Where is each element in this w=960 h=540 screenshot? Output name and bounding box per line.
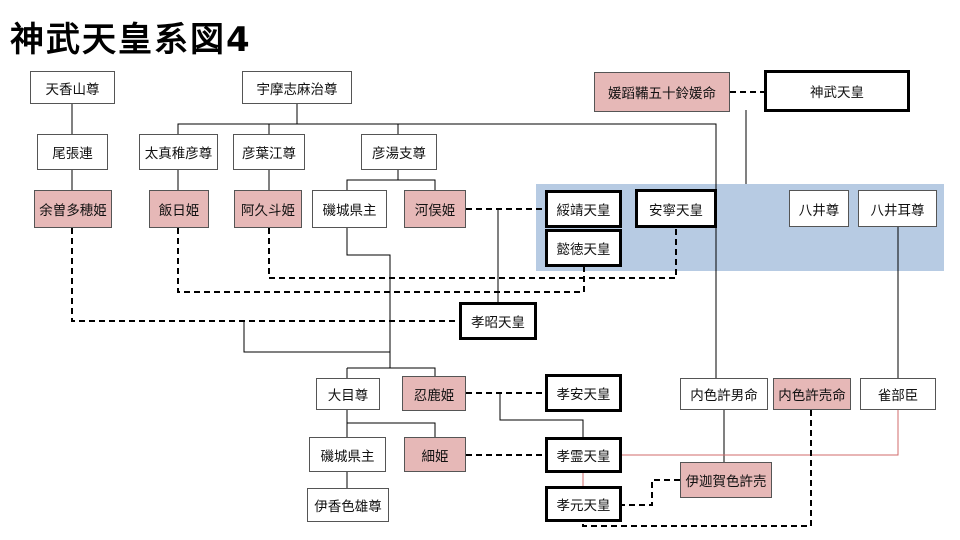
- node-oshika: 忍鹿姫: [402, 376, 466, 411]
- line-korei-sazaki: [622, 410, 899, 456]
- node-jimmu: 神武天皇: [764, 70, 910, 112]
- node-amanokaguyama: 天香山尊: [30, 71, 115, 104]
- node-akuto: 阿久斗姫: [234, 190, 302, 228]
- node-uchishikome: 内色許売命: [773, 378, 851, 410]
- node-itoku: 懿徳天皇: [545, 229, 622, 267]
- marriage-akuto-annei: [268, 228, 677, 279]
- node-hoso: 細姫: [404, 437, 466, 472]
- line-koan-korei: [499, 393, 584, 437]
- node-shiki1: 磯城県主: [312, 190, 387, 228]
- node-hiko-e: 彦葉江尊: [233, 134, 305, 170]
- line-kosho-koan: [243, 321, 390, 353]
- marriage-uchishikome-kogen: [582, 410, 812, 527]
- node-ikagashikome: 伊迦賀色許売: [680, 462, 772, 498]
- node-iihi: 飯日姫: [149, 190, 209, 228]
- marriage-yosotaho-kosho: [71, 228, 459, 322]
- marriage-iihi-itoku: [177, 228, 585, 293]
- node-umashimaji: 宇摩志麻治尊: [242, 71, 352, 104]
- node-owari: 尾張連: [37, 134, 108, 170]
- node-korei: 孝霊天皇: [545, 437, 622, 473]
- node-kawamata: 河俣姫: [404, 190, 466, 228]
- node-suizei: 綏靖天皇: [545, 190, 622, 228]
- node-kogen: 孝元天皇: [545, 486, 622, 522]
- node-shiki2: 磯城県主: [309, 437, 386, 472]
- node-koan: 孝安天皇: [545, 374, 622, 412]
- page-title: 神武天皇系図4: [10, 20, 252, 60]
- line-shiki-ome: [346, 228, 436, 378]
- line-umashimaji-children: [177, 103, 399, 134]
- marriage-ikagashikome-kogen: [622, 479, 680, 506]
- node-yai: 八井尊: [789, 190, 849, 227]
- line-ome-children: [346, 410, 436, 437]
- node-sazaki: 雀部臣: [860, 378, 936, 410]
- line-umashimaji-himetatara: [297, 123, 717, 378]
- node-futomani: 太真稚彦尊: [139, 134, 218, 170]
- node-hikoyu: 彦湯支尊: [361, 134, 437, 170]
- node-yosotaho: 余曽多穂姫: [34, 190, 112, 228]
- node-himetatara: 媛蹈鞴五十鈴媛命: [594, 72, 730, 112]
- node-ome: 大目尊: [316, 378, 380, 410]
- node-kosho: 孝昭天皇: [459, 302, 537, 340]
- node-yaimimi: 八井耳尊: [858, 190, 937, 227]
- node-annei: 安寧天皇: [635, 189, 717, 228]
- line-hikoyu-children: [346, 170, 436, 190]
- node-uchishikoo: 内色許男命: [680, 378, 768, 410]
- node-kaguirooo: 伊香色雄尊: [307, 488, 389, 522]
